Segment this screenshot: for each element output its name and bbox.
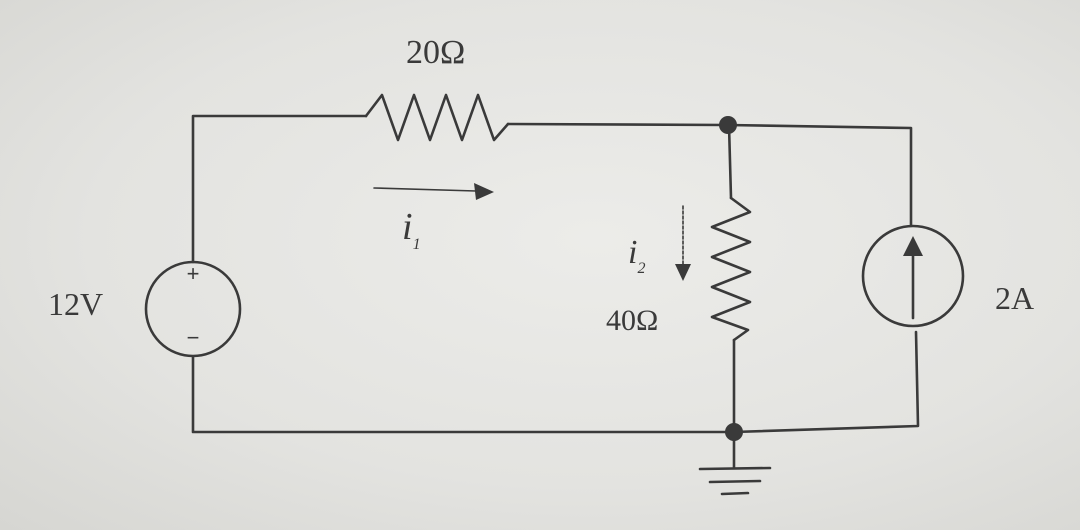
current-source-circle bbox=[861, 224, 965, 328]
current-i2-symbol: i bbox=[628, 234, 638, 271]
voltage-plus-sign: + bbox=[187, 261, 200, 286]
current-i1-subscript: 1 bbox=[412, 236, 421, 253]
node-bottom bbox=[725, 423, 743, 441]
wire-top-right bbox=[725, 123, 913, 227]
ground-bar-2 bbox=[708, 479, 762, 484]
current-i2-subscript: 2 bbox=[637, 260, 646, 277]
resistor-20-ohm-label: 20Ω bbox=[406, 34, 466, 71]
i2-arrowhead bbox=[675, 264, 691, 281]
voltage-minus-sign: − bbox=[187, 325, 200, 350]
ground-bar-1 bbox=[698, 466, 772, 471]
i1-arrow-shaft bbox=[373, 187, 477, 192]
voltage-source-circle bbox=[144, 260, 242, 358]
resistor-20-ohm bbox=[364, 93, 510, 142]
resistor-40-ohm-label: 40Ω bbox=[606, 304, 659, 337]
wire-top-middle bbox=[506, 122, 729, 127]
i1-arrowhead bbox=[474, 183, 494, 200]
wire-top-left bbox=[191, 114, 368, 264]
node-top bbox=[719, 116, 737, 134]
current-i1-symbol: i bbox=[402, 206, 413, 248]
ground-bar-3 bbox=[720, 491, 750, 496]
current-i2-label: i2 bbox=[628, 236, 645, 277]
voltage-source-label: 12V bbox=[48, 286, 104, 322]
current-source-label: 2A bbox=[995, 280, 1035, 316]
wire-bottom bbox=[191, 330, 920, 434]
current-source-arrowhead bbox=[903, 236, 923, 256]
resistor-40-ohm bbox=[710, 196, 752, 342]
current-i1-label: i1 bbox=[402, 208, 421, 253]
wire-node-to-resistor bbox=[727, 123, 733, 200]
